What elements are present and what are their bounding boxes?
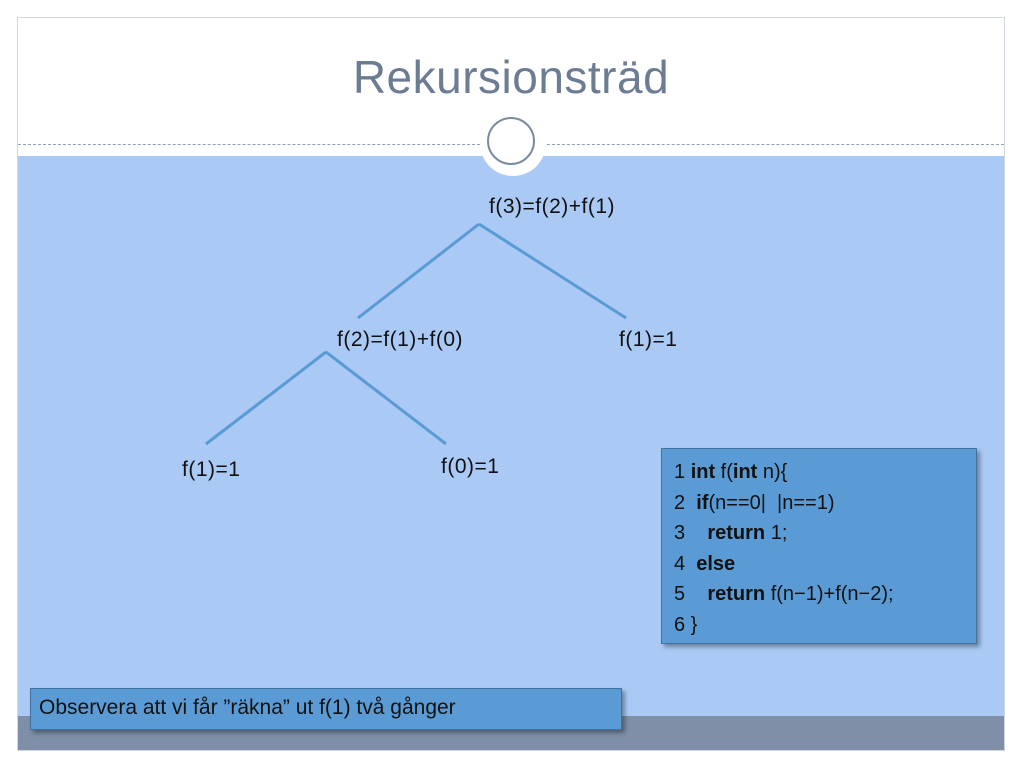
edge-root-left: [357, 222, 480, 320]
edge-left-leftright: [325, 350, 447, 446]
code-line: 5 return f(n−1)+f(n−2);: [674, 583, 894, 605]
note-box: Observera att vi får ”räkna” ut f(1) två…: [30, 688, 622, 730]
tree-node-left-right: f(0)=1: [441, 455, 500, 478]
circle-ornament-inner-icon: [487, 117, 535, 165]
edge-root-right: [478, 222, 627, 320]
code-line: 4 else: [674, 552, 736, 575]
code-line: 2 if(n==0| |n==1): [674, 491, 835, 514]
tree-node-left: f(2)=f(1)+f(0): [337, 328, 464, 351]
code-line: 3 return 1;: [674, 522, 788, 544]
tree-node-left-left: f(1)=1: [182, 458, 241, 481]
code-line: 6 }: [674, 613, 698, 636]
code-box: 1 int f(int n){ 2 if(n==0| |n==1) 3 retu…: [661, 448, 977, 644]
tree-node-root: f(3)=f(2)+f(1): [489, 195, 616, 218]
slide-title: Rekursionsträd: [352, 51, 670, 103]
code-line: 1 int f(int n){: [674, 461, 788, 483]
edge-left-leftleft: [205, 350, 327, 446]
tree-node-right: f(1)=1: [619, 328, 678, 351]
